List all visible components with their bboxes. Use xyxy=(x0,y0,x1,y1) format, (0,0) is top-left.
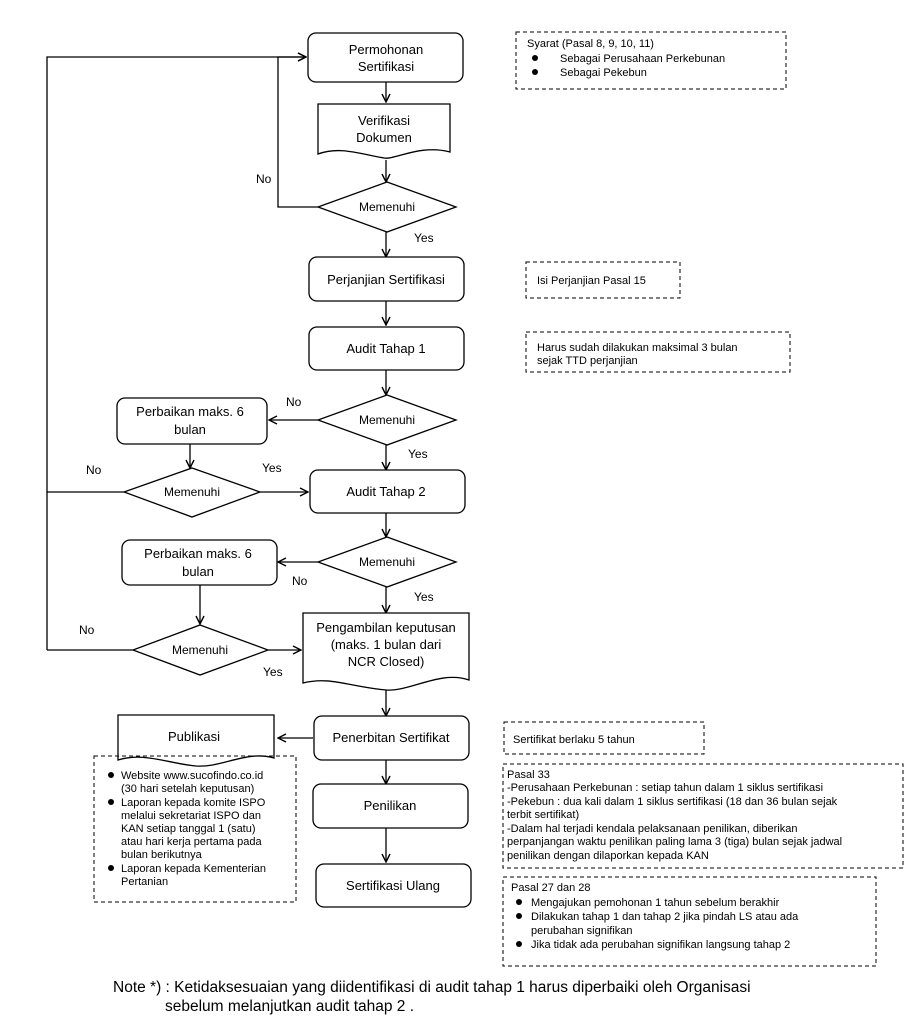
perbaikan1-box xyxy=(116,397,268,445)
pasal33-line-7: penilikan dengan dilaporkan kepada KAN xyxy=(507,850,709,862)
verifikasi-label-2: Dokumen xyxy=(356,130,412,145)
penilikan-box xyxy=(312,783,469,829)
permohonan-box xyxy=(307,32,464,83)
footer-note-line-2: sebelum melanjutkan audit tahap 2 . xyxy=(165,998,415,1015)
sertifikasi-ulang-label: Sertifikasi Ulang xyxy=(346,878,440,893)
bullet xyxy=(532,55,538,61)
edge-label-yes-5: Yes xyxy=(263,665,283,679)
pasal33-line-4: terbit sertifikat) xyxy=(507,809,579,821)
pasal33-note-box xyxy=(502,763,904,869)
permohonan-label-2: Sertifikasi xyxy=(358,59,414,74)
verifikasi-label-1: Verifikasi xyxy=(358,113,410,128)
penilikan-label: Penilikan xyxy=(364,798,417,813)
pengambilan-label-3: NCR Closed) xyxy=(348,654,425,669)
pengambilan-document xyxy=(302,612,470,691)
bullet xyxy=(108,772,114,778)
sertifikasi-ulang-box xyxy=(315,863,472,908)
edge-label-yes-3: Yes xyxy=(262,461,282,475)
syarat-note-box xyxy=(515,31,787,90)
perbaikan1-label-2: bulan xyxy=(174,422,206,437)
pasal27-item-2b: perubahan signifikan xyxy=(531,925,633,937)
publikasi-item-2c: KAN setiap tanggal 1 (satu) xyxy=(121,823,256,835)
memenuhi-label-5: Memenuhi xyxy=(172,643,228,657)
pasal27-item-1: Mengajukan pemohonan 1 tahun sebelum ber… xyxy=(531,897,780,909)
pengambilan-label-2: (maks. 1 bulan dari xyxy=(331,637,442,652)
memenuhi-diamond-2 xyxy=(316,394,458,446)
pasal27-title: Pasal 27 dan 28 xyxy=(511,882,591,894)
edge-label-no-2: No xyxy=(286,395,302,409)
bullet xyxy=(516,899,522,905)
memenuhi-label-1: Memenuhi xyxy=(359,200,415,214)
penerbitan-box xyxy=(313,715,470,761)
isi-perjanjian-text: Isi Perjanjian Pasal 15 xyxy=(537,275,646,287)
bullet xyxy=(108,865,114,871)
permohonan-label-1: Permohonan xyxy=(349,42,423,57)
memenuhi-label-3: Memenuhi xyxy=(164,485,220,499)
harus-text-1: Harus sudah dilakukan maksimal 3 bulan xyxy=(537,342,738,354)
audit2-box xyxy=(309,469,466,514)
publikasi-item-3b: Pertanian xyxy=(121,876,168,888)
memenuhi-diamond-4 xyxy=(316,536,458,588)
audit2-label: Audit Tahap 2 xyxy=(346,484,425,499)
memenuhi-label-2: Memenuhi xyxy=(359,413,415,427)
publikasi-item-2d: atau hari kerja pertama pada xyxy=(121,836,263,848)
edge-label-yes-1: Yes xyxy=(414,231,434,245)
publikasi-item-2e: bulan berikutnya xyxy=(121,849,203,861)
pasal33-line-1: Pasal 33 xyxy=(507,769,550,781)
publikasi-item-1a: Website www.sucofindo.co.id xyxy=(121,770,263,782)
edge-label-yes-2: Yes xyxy=(408,447,428,461)
penerbitan-label: Penerbitan Sertifikat xyxy=(332,730,449,745)
footer-note-line-1: Note *) : Ketidaksesuaian yang diidentif… xyxy=(113,979,751,996)
bullet xyxy=(108,799,114,805)
footer-note: Note *) : Ketidaksesuaian yang diidentif… xyxy=(113,978,903,1016)
pasal33-line-3: -Pekebun : dua kali dalam 1 siklus serti… xyxy=(507,796,838,808)
publikasi-item-2a: Laporan kepada komite ISPO xyxy=(121,797,266,809)
harus-text-2: sejak TTD perjanjian xyxy=(537,355,638,367)
arrow-no-3 xyxy=(46,57,306,492)
publikasi-note-box xyxy=(93,755,297,903)
memenuhi-diamond-3 xyxy=(122,467,262,518)
audit1-label: Audit Tahap 1 xyxy=(346,341,425,356)
bullet xyxy=(516,941,522,947)
pengambilan-label-1: Pengambilan keputusan xyxy=(316,620,456,635)
syarat-title: Syarat (Pasal 8, 9, 10, 11) xyxy=(527,38,654,50)
memenuhi-label-4: Memenuhi xyxy=(359,555,415,569)
edge-label-no-1: No xyxy=(256,172,272,186)
verifikasi-document xyxy=(317,103,451,159)
flowchart: Permohonan Sertifikasi Verifikasi Dokume… xyxy=(46,31,904,967)
audit1-box xyxy=(308,326,465,371)
bullet xyxy=(532,69,538,75)
publikasi-item-1b: (30 hari setelah keputusan) xyxy=(121,783,254,795)
edge-label-yes-4: Yes xyxy=(414,590,434,604)
pasal27-item-2a: Dilakukan tahap 1 dan tahap 2 jika pinda… xyxy=(531,911,799,923)
bullet xyxy=(516,913,522,919)
harus-note-box xyxy=(525,331,791,373)
perjanjian-box xyxy=(308,256,465,302)
berlaku-note-box xyxy=(503,721,705,755)
publikasi-item-2b: melalui sekretariat ISPO dan xyxy=(121,810,261,822)
publikasi-document xyxy=(117,714,275,767)
edge-label-no-3: No xyxy=(86,463,102,477)
perbaikan2-label-2: bulan xyxy=(182,564,214,579)
connectors xyxy=(46,57,386,862)
publikasi-label: Publikasi xyxy=(168,729,220,744)
perjanjian-label: Perjanjian Sertifikasi xyxy=(327,272,445,287)
syarat-item-2: Sebagai Pekebun xyxy=(560,67,647,79)
publikasi-item-3a: Laporan kepada Kementerian xyxy=(121,863,266,875)
perbaikan2-label-1: Perbaikan maks. 6 xyxy=(144,546,252,561)
pasal27-item-3: Jika tidak ada perubahan signifikan lang… xyxy=(531,939,790,951)
berlaku-text: Sertifikat berlaku 5 tahun xyxy=(513,734,635,746)
memenuhi-diamond-5 xyxy=(131,624,270,676)
edge-label-no-5: No xyxy=(79,623,95,637)
perbaikan2-box xyxy=(121,539,278,586)
memenuhi-diamond-1 xyxy=(316,181,458,233)
pasal33-line-2: -Perusahaan Perkebunan : setiap tahun da… xyxy=(507,782,823,794)
isi-perjanjian-note-box xyxy=(525,261,681,299)
edge-label-no-4: No xyxy=(292,574,308,588)
syarat-item-1: Sebagai Perusahaan Perkebunan xyxy=(560,53,725,65)
pasal33-line-6: perpanjangan waktu penilikan paling lama… xyxy=(507,836,842,848)
pasal33-line-5: -Dalam hal terjadi kendala pelaksanaan p… xyxy=(507,823,797,835)
perbaikan1-label-1: Perbaikan maks. 6 xyxy=(136,404,244,419)
